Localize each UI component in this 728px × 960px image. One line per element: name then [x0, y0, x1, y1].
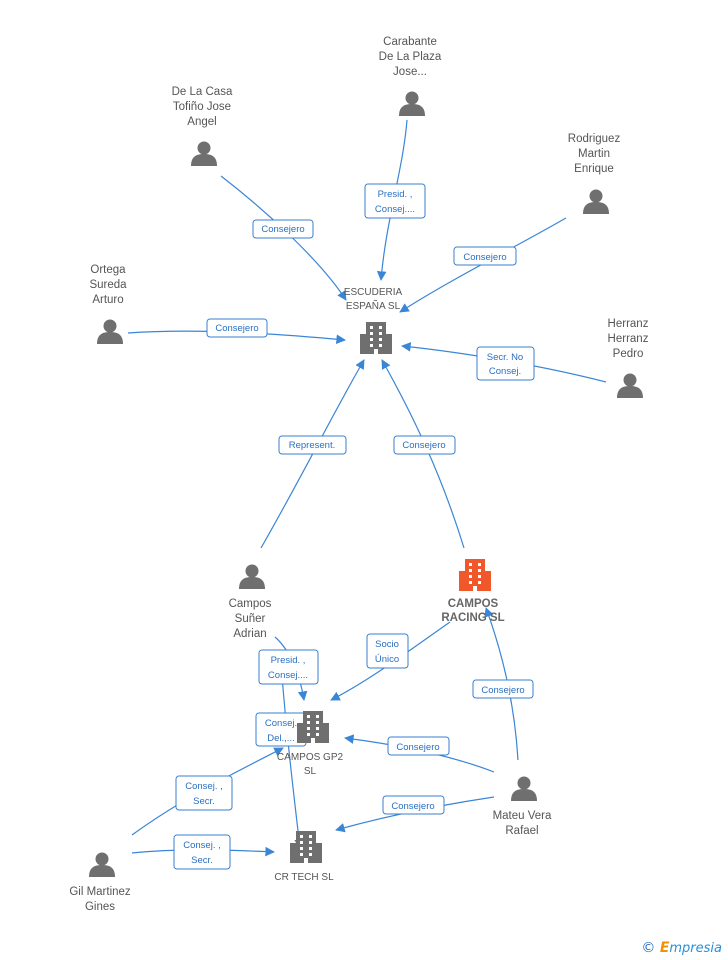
- svg-text:Pedro: Pedro: [613, 348, 644, 360]
- svg-text:Herranz: Herranz: [608, 318, 649, 330]
- edge-label-gil-gp2[interactable]: Consej. , Secr.: [175, 775, 233, 811]
- building-icon: [360, 322, 392, 354]
- svg-text:Rodriguez: Rodriguez: [568, 133, 621, 145]
- edge-label-carabante-escuderia[interactable]: Presid. , Consej....: [364, 183, 426, 219]
- edge-labels: Presid. , Consej.... Consejero Consejero…: [173, 183, 535, 870]
- edge-label-suner-escuderia[interactable]: Represent.: [278, 435, 347, 455]
- copyright-symbol: ©: [641, 940, 656, 956]
- svg-text:Consej.: Consej.: [489, 366, 521, 377]
- svg-text:Consej. ,: Consej. ,: [183, 840, 221, 851]
- edge-label-mateu-racing[interactable]: Consejero: [472, 679, 534, 699]
- svg-text:Tofiño Jose: Tofiño Jose: [173, 101, 231, 113]
- svg-text:Secr.: Secr.: [191, 855, 213, 866]
- svg-text:Consej.: Consej.: [265, 718, 297, 729]
- edge-label-rodriguez-escuderia[interactable]: Consejero: [453, 246, 517, 266]
- company-node-campos-racing[interactable]: CAMPOS RACING SL: [441, 559, 505, 624]
- svg-text:RACING SL: RACING SL: [441, 612, 504, 624]
- svg-text:Carabante: Carabante: [383, 36, 437, 48]
- edge-label-gil-crtech[interactable]: Consej. , Secr.: [173, 834, 231, 870]
- person-icon: [511, 776, 537, 801]
- svg-text:Ortega: Ortega: [90, 264, 126, 276]
- svg-text:Jose...: Jose...: [393, 66, 427, 78]
- svg-text:De La Casa: De La Casa: [172, 86, 233, 98]
- svg-text:Del.,...: Del.,...: [267, 733, 294, 744]
- edge-label-racing-gp2[interactable]: Socio Único: [366, 633, 409, 669]
- svg-text:Represent.: Represent.: [289, 440, 335, 451]
- company-node-escuderia[interactable]: ESCUDERIA ESPAÑA SL: [344, 287, 403, 354]
- person-icon: [583, 189, 609, 214]
- svg-text:Enrique: Enrique: [574, 163, 614, 175]
- edge-label-mateu-crtech[interactable]: Consejero: [382, 795, 445, 815]
- svg-text:Socio: Socio: [375, 639, 399, 650]
- svg-text:Consejero: Consejero: [215, 323, 258, 334]
- svg-text:ESCUDERIA: ESCUDERIA: [344, 287, 403, 298]
- edges: [127, 119, 607, 857]
- edge-label-suner-gp2[interactable]: Presid. , Consej....: [258, 649, 319, 685]
- svg-text:Arturo: Arturo: [92, 294, 123, 306]
- svg-text:Consej. ,: Consej. ,: [185, 781, 223, 792]
- person-node-herranz[interactable]: Herranz Herranz Pedro: [608, 318, 649, 398]
- edge-label-delacasa-escuderia[interactable]: Consejero: [252, 219, 314, 239]
- svg-text:Presid. ,: Presid. ,: [378, 189, 413, 200]
- svg-text:Consejero: Consejero: [391, 801, 434, 812]
- building-icon: [459, 559, 491, 591]
- edge-label-mateu-gp2[interactable]: Consejero: [387, 736, 450, 756]
- person-icon: [617, 373, 643, 398]
- svg-text:Gines: Gines: [85, 901, 115, 913]
- svg-text:CAMPOS GP2: CAMPOS GP2: [277, 752, 344, 763]
- svg-text:SL: SL: [304, 766, 317, 777]
- person-icon: [239, 564, 265, 589]
- person-icon: [89, 852, 115, 877]
- svg-text:Campos: Campos: [229, 598, 272, 610]
- person-node-mateu[interactable]: Mateu Vera Rafael: [493, 776, 552, 838]
- svg-text:Consejero: Consejero: [402, 440, 445, 451]
- svg-text:Consejero: Consejero: [396, 742, 439, 753]
- person-node-de-la-casa[interactable]: De La Casa Tofiño Jose Angel: [172, 86, 233, 166]
- edge-label-racing-escuderia[interactable]: Consejero: [393, 435, 456, 455]
- svg-text:Presid. ,: Presid. ,: [271, 655, 306, 666]
- brand-logo-text: mpresia: [669, 941, 722, 956]
- company-node-cr-tech[interactable]: CR TECH SL: [274, 831, 334, 883]
- svg-text:ESPAÑA SL: ESPAÑA SL: [346, 299, 401, 312]
- svg-text:Consej....: Consej....: [375, 204, 415, 215]
- svg-text:Rafael: Rafael: [505, 825, 538, 837]
- svg-text:Único: Único: [375, 654, 399, 665]
- svg-text:Mateu Vera: Mateu Vera: [493, 810, 552, 822]
- person-node-ortega[interactable]: Ortega Sureda Arturo: [89, 264, 127, 344]
- empresia-watermark: © Empresia: [641, 940, 722, 956]
- brand-logo-initial: E: [659, 940, 670, 956]
- company-node-campos-gp2[interactable]: CAMPOS GP2 SL: [277, 711, 344, 777]
- svg-text:Angel: Angel: [187, 116, 216, 128]
- edge-label-suner-crtech[interactable]: Consej. Del.,...: [255, 712, 307, 747]
- svg-text:Consej....: Consej....: [268, 670, 308, 681]
- svg-text:Martin: Martin: [578, 148, 610, 160]
- svg-text:De La Plaza: De La Plaza: [379, 51, 442, 63]
- svg-text:Adrian: Adrian: [233, 628, 266, 640]
- person-node-campos-suner[interactable]: Campos Suñer Adrian: [229, 564, 272, 641]
- svg-text:Consejero: Consejero: [481, 685, 524, 696]
- svg-text:Sureda: Sureda: [89, 279, 127, 291]
- person-icon: [399, 91, 425, 116]
- person-node-rodriguez[interactable]: Rodriguez Martin Enrique: [568, 133, 621, 214]
- svg-text:Consejero: Consejero: [463, 252, 506, 263]
- svg-text:CAMPOS: CAMPOS: [448, 598, 499, 610]
- edge-label-herranz-escuderia[interactable]: Secr. No Consej.: [476, 346, 535, 381]
- svg-text:Gil Martinez: Gil Martinez: [69, 886, 131, 898]
- person-icon: [97, 319, 123, 344]
- person-node-gil[interactable]: Gil Martinez Gines: [69, 852, 131, 914]
- edge-label-ortega-escuderia[interactable]: Consejero: [206, 318, 268, 338]
- svg-text:Secr. No: Secr. No: [487, 352, 523, 363]
- svg-text:Secr.: Secr.: [193, 796, 215, 807]
- person-icon: [191, 141, 217, 166]
- svg-text:Herranz: Herranz: [608, 333, 649, 345]
- svg-text:CR TECH SL: CR TECH SL: [274, 872, 334, 883]
- building-icon: [290, 831, 322, 863]
- svg-text:Consejero: Consejero: [261, 224, 304, 235]
- svg-text:Suñer: Suñer: [235, 613, 266, 625]
- person-node-carabante[interactable]: Carabante De La Plaza Jose...: [379, 36, 442, 116]
